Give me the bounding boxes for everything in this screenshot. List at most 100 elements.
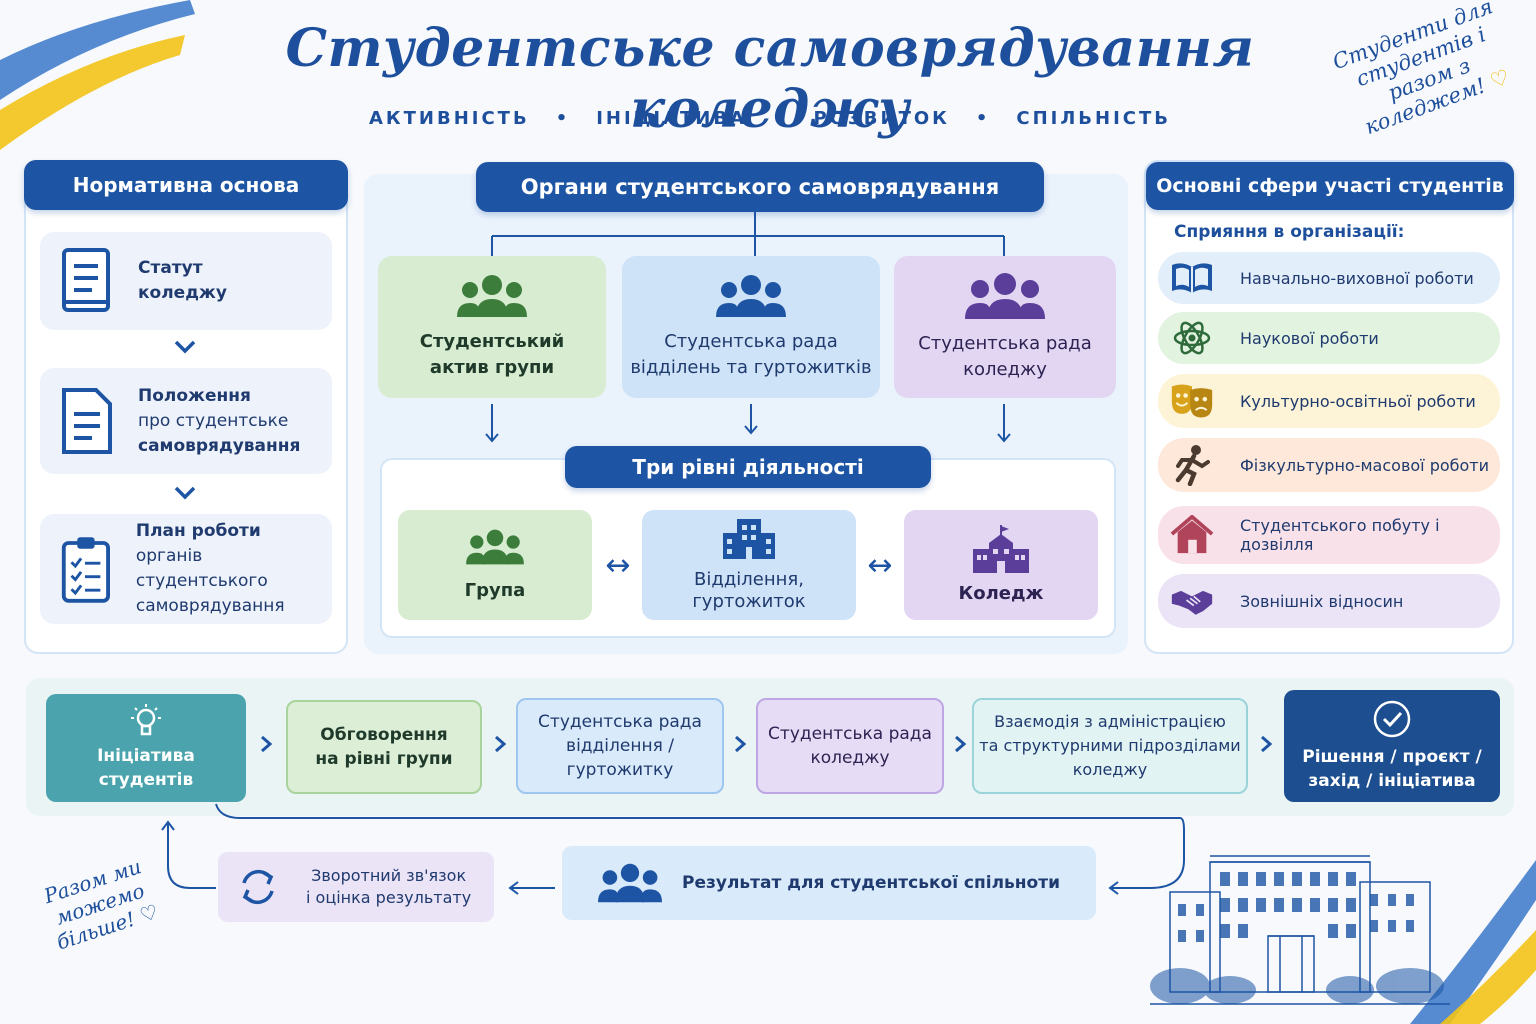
value-initiative: ІНІЦІАТИВА xyxy=(596,108,747,129)
organ-label: Студентська рада xyxy=(918,333,1092,354)
sphere-educational[interactable]: Навчально-виховної роботи xyxy=(1158,252,1500,304)
doc-line: самоврядування xyxy=(135,596,285,616)
bidirectional-arrow-icon: ↔ xyxy=(867,548,893,583)
step-label: Студентська рада xyxy=(538,712,702,732)
atom-icon xyxy=(1170,316,1214,360)
level-department[interactable]: Відділення,гуртожиток xyxy=(642,510,856,620)
organ-department-council[interactable]: Студентська рада відділень та гуртожитків xyxy=(622,256,880,398)
sphere-label: Культурно-освітньої роботи xyxy=(1240,391,1476,411)
building-icon xyxy=(723,519,775,559)
step-label: Рішення / проєкт / xyxy=(1302,747,1482,767)
value-activity: АКТИВНІСТЬ xyxy=(369,108,530,129)
organs-title: Органи студентського самоврядування xyxy=(476,162,1044,212)
organ-label: відділень та гуртожитків xyxy=(630,357,872,378)
doc-line: органів студентського xyxy=(135,546,268,591)
arrow-down-icon xyxy=(997,404,1011,443)
level-label: Коледж xyxy=(958,583,1044,604)
doc-card-plan[interactable]: План роботи органів студентського самовряд… xyxy=(40,514,332,624)
college-building-icon xyxy=(973,525,1029,573)
sphere-label: Навчально-виховної роботи xyxy=(1240,268,1474,288)
organ-label: актив групи xyxy=(429,357,555,378)
check-circle-icon xyxy=(1373,700,1411,738)
doc-line: План роботи xyxy=(135,521,261,541)
sphere-label: Зовнішніх відносин xyxy=(1240,591,1404,611)
slogan-bottom-text: Разом ми можемо більше! xyxy=(40,854,148,955)
lightbulb-icon xyxy=(131,704,161,736)
page-title: Студентське самоврядування коледжу xyxy=(285,18,1255,140)
feedback-label: і оцінка результату xyxy=(306,888,472,907)
people-group-icon xyxy=(466,529,524,565)
step-label: коледжу xyxy=(1072,760,1148,779)
arrow-right-icon xyxy=(730,734,750,760)
organ-label: Студентська рада xyxy=(664,331,838,352)
flag-stroke-top-left xyxy=(0,0,195,150)
arrow-right-icon xyxy=(950,734,970,760)
slogan-top: Студенти для студентів і разом з коледже… xyxy=(1319,0,1530,146)
level-group[interactable]: Група xyxy=(398,510,592,620)
doc-line: Положення xyxy=(138,385,251,406)
sphere-science[interactable]: Наукової роботи xyxy=(1158,312,1500,364)
feedback-label: Зворотний зв'язок xyxy=(311,866,467,885)
step-label: Студентська рада xyxy=(768,724,932,744)
separator: • xyxy=(975,108,991,129)
doc-line: коледжу xyxy=(138,283,227,303)
sphere-leisure[interactable]: Студентського побуту і дозвілля xyxy=(1158,506,1500,564)
result-box[interactable]: Результат для студентської спільноти xyxy=(562,846,1096,920)
flag-stroke-bottom-right xyxy=(1410,860,1536,1024)
level-college[interactable]: Коледж xyxy=(904,510,1098,620)
slogan-bottom: Разом ми можемо більше! ♡ xyxy=(13,845,187,963)
levels-title: Три рівні діяльності xyxy=(565,446,931,488)
bidirectional-arrow-icon: ↔ xyxy=(605,548,631,583)
sphere-cultural[interactable]: Культурно-освітньої роботи xyxy=(1158,374,1500,428)
step-label: студентів xyxy=(98,770,194,790)
arrow-right-icon xyxy=(490,734,510,760)
feedback-box[interactable]: Зворотний зв'язок і оцінка результату xyxy=(218,852,494,922)
people-group-icon xyxy=(457,275,527,317)
spheres-intro: Сприяння в організації: xyxy=(1174,222,1405,242)
refresh-cycle-icon xyxy=(242,869,274,905)
theater-masks-icon xyxy=(1170,379,1214,423)
people-group-icon xyxy=(965,273,1045,319)
running-icon xyxy=(1170,443,1214,487)
clipboard-checklist-icon xyxy=(61,537,110,603)
chevron-down-icon xyxy=(170,482,200,507)
arrow-down-icon xyxy=(744,404,758,435)
college-building-illustration xyxy=(1150,855,1450,1005)
book-doc-icon xyxy=(62,248,110,312)
sphere-external[interactable]: Зовнішніх відносин xyxy=(1158,574,1500,628)
step-label: гуртожитку xyxy=(566,760,674,780)
normative-title: Нормативна основа xyxy=(24,160,348,210)
level-label: гуртожиток xyxy=(692,591,806,612)
step-group-discussion[interactable]: Обговорення на рівні групи xyxy=(286,700,482,794)
sphere-label: Студентського побуту і дозвілля xyxy=(1240,516,1440,554)
step-initiative[interactable]: Ініціатива студентів xyxy=(46,694,246,802)
separator: • xyxy=(555,108,571,129)
level-label: Група xyxy=(464,580,526,601)
slogan-top-text: Студенти для студентів і разом з коледже… xyxy=(1329,0,1496,140)
step-decision[interactable]: Рішення / проєкт / захід / ініціатива xyxy=(1284,690,1500,802)
sphere-sports[interactable]: Фізкультурно-масової роботи xyxy=(1158,438,1500,492)
sphere-label: Фізкультурно-масової роботи xyxy=(1240,455,1490,475)
step-label: Ініціатива xyxy=(97,746,195,766)
step-department-council[interactable]: Студентська рада відділення / гуртожитку xyxy=(516,698,724,794)
step-label: та структурними підрозділами xyxy=(979,736,1241,755)
feedback-loop-lines xyxy=(161,803,1185,895)
arrow-right-icon xyxy=(1256,734,1276,760)
doc-line: самоврядування xyxy=(138,435,301,456)
heart-icon: ♡ xyxy=(1486,64,1513,94)
document-icon xyxy=(62,388,112,454)
step-label: на рівні групи xyxy=(315,749,453,769)
separator: • xyxy=(772,108,788,129)
step-label: захід / ініціатива xyxy=(1308,771,1476,791)
spheres-title: Основні сфери участі студентів xyxy=(1146,162,1514,210)
value-community: СПІЛЬНІСТЬ xyxy=(1016,108,1171,129)
step-label: Обговорення xyxy=(320,725,448,745)
arrow-right-icon xyxy=(256,734,276,760)
step-label: відділення / xyxy=(566,736,674,756)
